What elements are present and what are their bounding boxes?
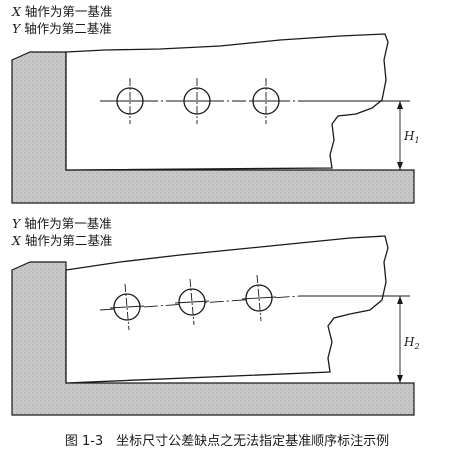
- lower-dim-label: H2: [403, 335, 420, 351]
- upper-fixture: [11, 51, 415, 204]
- lower-dim-arrow-top: [397, 296, 403, 304]
- upper-workpiece: [65, 33, 389, 171]
- lower-figure: H2: [11, 235, 420, 416]
- lower-datum-label-2: X 轴作为第二基准: [12, 233, 113, 248]
- upper-dim-label: H1: [403, 129, 420, 145]
- upper-hole-2: [180, 78, 214, 124]
- lower-hole-2: [174, 278, 210, 326]
- upper-figure: H1: [11, 33, 420, 204]
- lower-hole-3: [241, 274, 277, 322]
- upper-dim-arrow-top: [397, 101, 403, 109]
- lower-datum-label-1: Y 轴作为第一基准: [12, 216, 112, 231]
- lower-dim-arrow-bottom: [397, 375, 403, 383]
- upper-dim-arrow-bottom: [397, 162, 403, 170]
- lower-workpiece: [65, 235, 389, 384]
- upper-datum-label-1: X 轴作为第一基准: [12, 4, 113, 19]
- upper-hole-3: [249, 78, 283, 124]
- lower-fixture: [11, 261, 415, 416]
- lower-hole-1: [109, 283, 145, 331]
- upper-datum-label-2: Y 轴作为第二基准: [12, 21, 112, 36]
- figure-caption: 图 1-3 坐标尺寸公差缺点之无法指定基准顺序标注示例: [64, 434, 390, 449]
- upper-hole-1: [113, 78, 147, 124]
